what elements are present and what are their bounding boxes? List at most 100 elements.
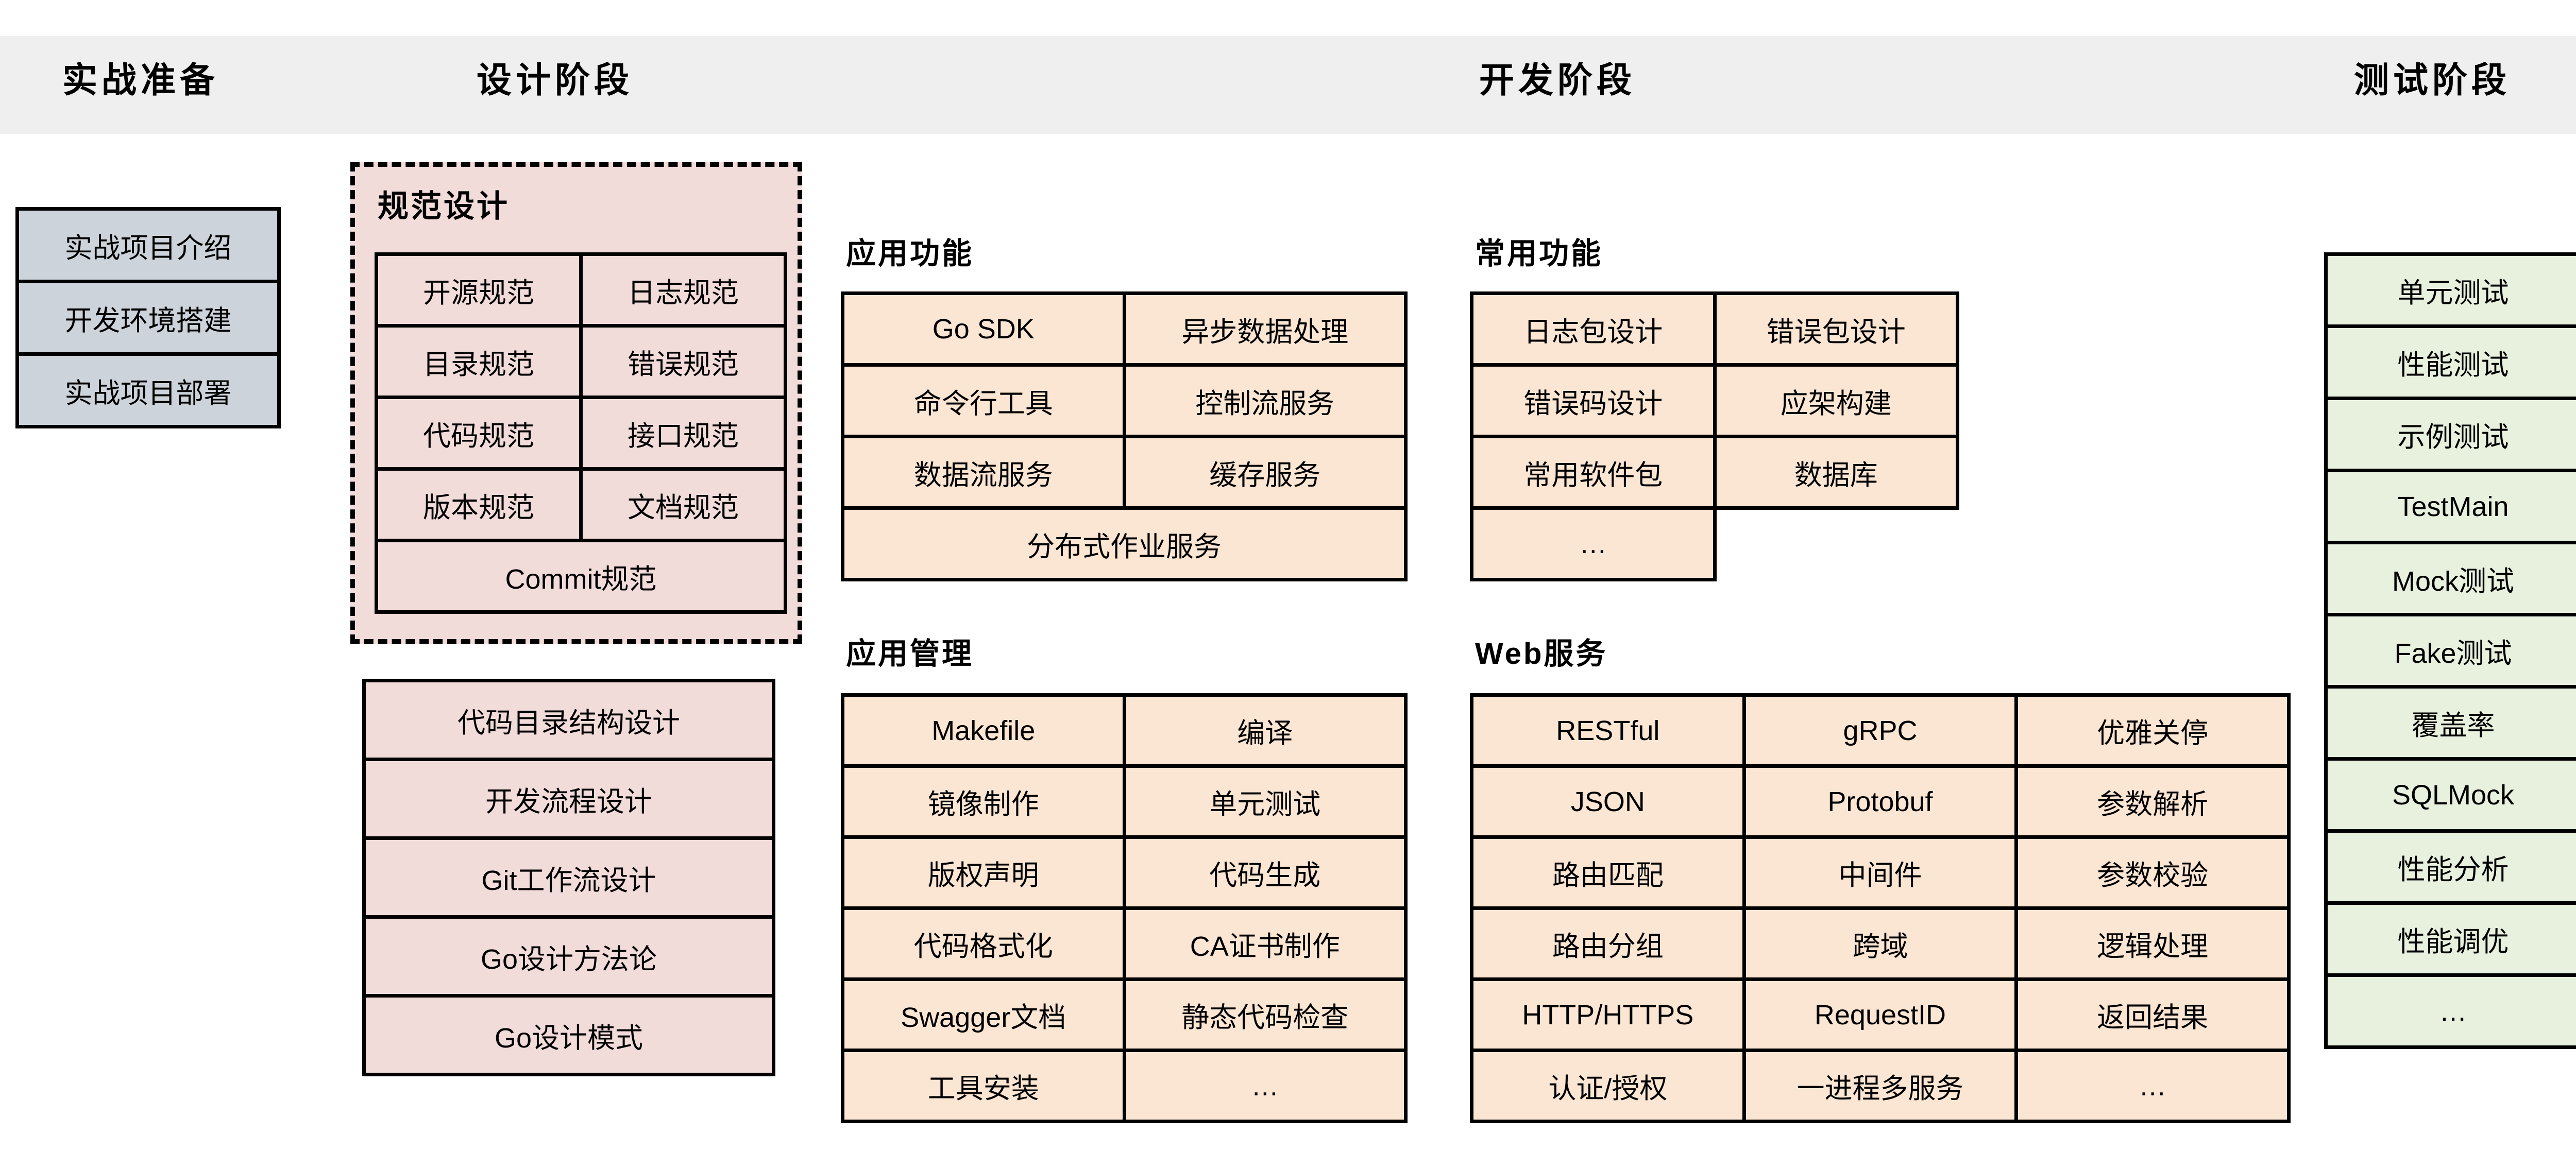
table-cell: Swagger文档	[841, 977, 1126, 1052]
table-cell: 接口规范	[579, 396, 787, 471]
section-title-web-service: Web服务	[1475, 637, 1608, 671]
table-row: 路由匹配中间件参数校验	[1470, 835, 2291, 910]
table-cell: gRPC	[1742, 693, 2019, 768]
list-item: Go设计方法论	[362, 915, 775, 998]
table-cell: RESTful	[1470, 693, 1746, 768]
list-item: Go设计模式	[362, 994, 775, 1076]
prep-list: 实战项目介绍开发环境搭建实战项目部署	[15, 207, 281, 428]
table-cell: 开源规范	[375, 252, 583, 328]
table-cell: 认证/授权	[1470, 1049, 1746, 1123]
table-cell: Go SDK	[841, 291, 1126, 367]
table-cell: 版权声明	[841, 835, 1126, 910]
table-cell: 单元测试	[1122, 764, 1408, 839]
table-row: 路由分组跨域逻辑处理	[1470, 906, 2291, 981]
table-row: 认证/授权一进程多服务…	[1470, 1049, 2291, 1123]
phase-label-test: 测试阶段	[2354, 61, 2511, 100]
list-item: 实战项目部署	[15, 352, 281, 428]
table-cell: 中间件	[1742, 835, 2019, 910]
table-row: …	[1470, 506, 1958, 581]
phase-label-prep: 实战准备	[62, 61, 219, 100]
table-row: 常用软件包数据库	[1470, 435, 1959, 510]
list-item: Fake测试	[2324, 613, 2576, 689]
phase-label-develop: 开发阶段	[1479, 61, 1636, 100]
table-cell: 错误码设计	[1470, 363, 1717, 438]
table-cell: 应架构建	[1713, 363, 1959, 438]
table-cell: 工具安装	[841, 1049, 1126, 1123]
table-cell: 数据库	[1713, 435, 1959, 510]
table-cell: 逻辑处理	[2014, 906, 2291, 981]
section-title-app-features: 应用功能	[846, 237, 974, 270]
list-item: SQLMock	[2324, 757, 2576, 833]
table-cell: 参数校验	[2014, 835, 2291, 910]
table-cell: 路由匹配	[1470, 835, 1746, 910]
list-item: Mock测试	[2324, 541, 2576, 616]
table-cell: 错误规范	[579, 324, 787, 399]
table-cell: 跨域	[1742, 906, 2019, 981]
table-cell: 代码生成	[1122, 835, 1408, 910]
table-row: 分布式作业服务	[841, 506, 1408, 581]
table-row: 日志包设计错误包设计	[1470, 291, 1959, 367]
table-cell: …	[1122, 1049, 1408, 1123]
table-row: 版权声明代码生成	[841, 835, 1408, 910]
table-cell: 日志包设计	[1470, 291, 1717, 367]
table-cell: 错误包设计	[1713, 291, 1959, 367]
table-cell: 分布式作业服务	[841, 506, 1408, 581]
list-item: 覆盖率	[2324, 685, 2576, 761]
table-cell: 目录规范	[375, 324, 583, 399]
table-cell: 命令行工具	[841, 363, 1126, 438]
list-item: 代码目录结构设计	[362, 679, 775, 761]
list-item: 性能调优	[2324, 901, 2576, 977]
table-cell: JSON	[1470, 764, 1746, 839]
table-cell: 控制流服务	[1122, 363, 1408, 438]
table-cell: 代码格式化	[841, 906, 1126, 981]
list-item: 性能测试	[2324, 324, 2576, 400]
table-cell: 镜像制作	[841, 764, 1126, 839]
table-cell: RequestID	[1742, 977, 2019, 1052]
table-cell: 静态代码检查	[1122, 977, 1408, 1052]
table-cell: 异步数据处理	[1122, 291, 1408, 367]
table-cell: 路由分组	[1470, 906, 1746, 981]
table-cell: …	[2014, 1049, 2291, 1123]
table-cell: 一进程多服务	[1742, 1049, 2019, 1123]
table-row: Commit规范	[375, 539, 787, 614]
table-row: 目录规范错误规范	[375, 324, 787, 399]
list-item: 示例测试	[2324, 397, 2576, 472]
list-item: 实战项目介绍	[15, 207, 281, 283]
table-row: 代码规范接口规范	[375, 396, 787, 471]
table-cell: 返回结果	[2014, 977, 2291, 1052]
list-item: Git工作流设计	[362, 836, 775, 919]
table-cell: 数据流服务	[841, 435, 1126, 510]
table-row: 数据流服务缓存服务	[841, 435, 1408, 510]
table-cell: 文档规范	[579, 467, 787, 542]
table-cell: 编译	[1122, 693, 1408, 768]
table-cell: Makefile	[841, 693, 1126, 768]
list-item: …	[2324, 973, 2576, 1049]
list-item: TestMain	[2324, 469, 2576, 544]
phase-label-design: 设计阶段	[477, 61, 634, 100]
table-cell: 版本规范	[375, 467, 583, 542]
section-title-app-mgmt: 应用管理	[846, 637, 974, 671]
list-item: 性能分析	[2324, 829, 2576, 905]
table-row: 工具安装…	[841, 1049, 1408, 1123]
list-item: 开发流程设计	[362, 758, 775, 840]
list-item: 单元测试	[2324, 252, 2576, 328]
table-cell: 优雅关停	[2014, 693, 2291, 768]
table-cell: HTTP/HTTPS	[1470, 977, 1746, 1052]
table-cell: Commit规范	[375, 539, 787, 614]
table-row: Swagger文档静态代码检查	[841, 977, 1408, 1052]
table-cell: CA证书制作	[1122, 906, 1408, 981]
table-row: 镜像制作单元测试	[841, 764, 1408, 839]
table-row: 版本规范文档规范	[375, 467, 787, 542]
